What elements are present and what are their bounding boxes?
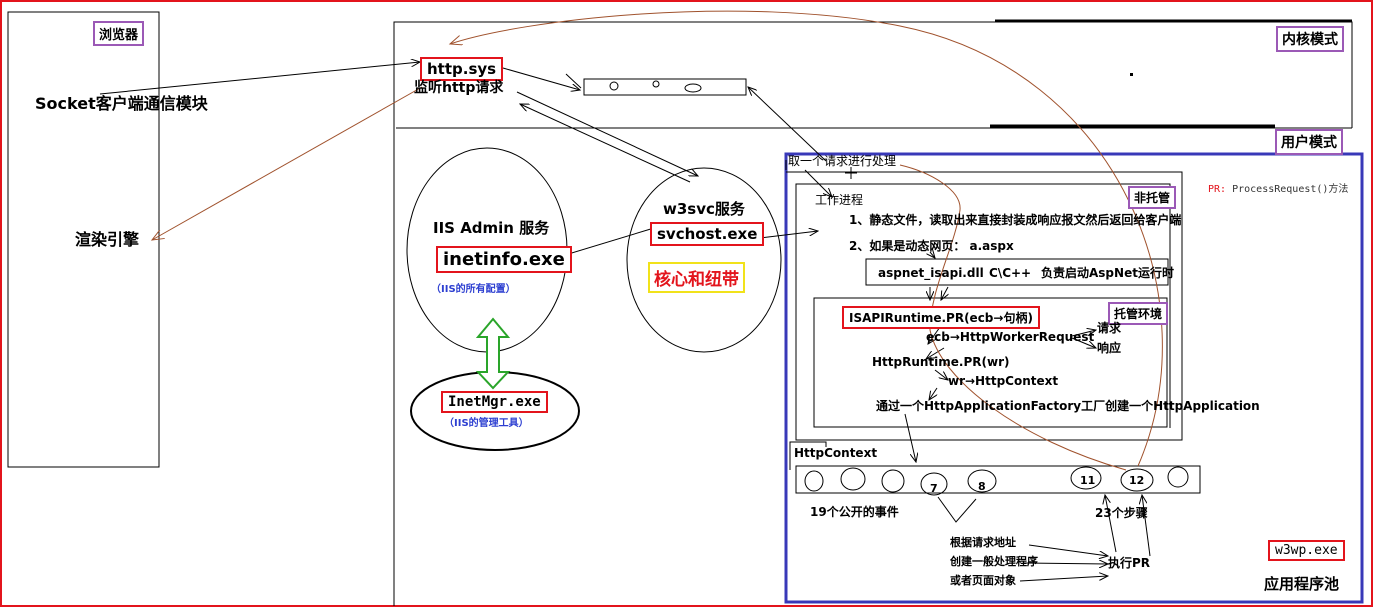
ecb-to-httpruntime (926, 347, 945, 359)
httpsys-to-w3svc (516, 91, 698, 176)
unmanaged-label: 非托管 (1128, 186, 1177, 209)
step1-label: 1、静态文件，读取出来直接封装成响应报文然后返回给客户端 (849, 213, 1182, 227)
iis-admin-note: （IIS的所有配置） (431, 284, 516, 295)
take-request-label: 取一个请求进行处理 (788, 154, 897, 168)
ecb-to-response (1071, 337, 1096, 348)
worker-process-label: 工作进程 (815, 193, 864, 207)
queue-slot-3 (684, 83, 702, 93)
isapi-desc-label: 负责启动AspNet运行时 (1041, 266, 1174, 280)
event-11-label: 11 (1080, 474, 1096, 487)
exec-to-12 (1142, 495, 1151, 557)
pool-to-queue (748, 87, 827, 162)
url-to-exec (1028, 544, 1108, 556)
by-url-label: 根据请求地址 (950, 536, 1016, 549)
server-outline (393, 21, 1353, 606)
kernel-dot (1130, 73, 1133, 76)
wr-label: wr→HttpContext (948, 374, 1059, 388)
event-slot-8 (967, 469, 997, 493)
httpsys-to-queue (502, 67, 580, 90)
inetmgr-exe-box: InetMgr.exe (441, 391, 548, 413)
pool-to-httpsys-curve (450, 10, 1163, 467)
socket-module-label: Socket客户端通信模块 (35, 94, 208, 113)
w3svc-title: w3svc服务 (663, 200, 745, 218)
c-cpp-label: C\C++ (989, 266, 1032, 280)
events-19-label: 19个公开的事件 (810, 505, 899, 519)
core-hub-label: 核心和纽带 (648, 262, 745, 293)
inetmgr-note: （IIS的管理工具） (444, 418, 529, 429)
socket-to-httpsys (99, 62, 420, 95)
handler-to-exec (1023, 563, 1108, 564)
render-engine-label: 渲染引擎 (75, 230, 140, 249)
httpcontext-tab (789, 441, 827, 470)
page-to-exec (1019, 576, 1108, 582)
event-slot-12 (1120, 468, 1154, 492)
managed-env-label: 托管环境 (1108, 302, 1169, 325)
request-label: 请求 (1097, 321, 1122, 335)
event-8-label: 8 (978, 480, 986, 493)
steps-23-label: 23个步骤 (1095, 506, 1148, 520)
event-12-label: 12 (1129, 474, 1145, 487)
event-slot-1 (804, 470, 824, 492)
runtime-to-ecb (928, 326, 941, 344)
http-runtime-label: HttpRuntime.PR(wr) (872, 355, 1010, 369)
isapi-dll-label: aspnet_isapi.dll (878, 266, 984, 280)
iis-admin-title: IIS Admin 服务 (433, 219, 550, 237)
step2-to-isapi (930, 252, 935, 258)
wr-to-factory (929, 387, 938, 400)
http-sys-box: http.sys (420, 57, 504, 81)
pool-inner-outline (785, 160, 1183, 441)
isapi-to-runtime-2 (941, 286, 948, 300)
event-slot-11 (1070, 466, 1102, 490)
queue-in-tick (565, 73, 582, 89)
w3svc-to-pool (759, 231, 818, 239)
events-to-19 (937, 496, 977, 523)
svchost-exe-box: svchost.exe (650, 222, 765, 246)
event-slot-3 (881, 469, 905, 493)
kernel-queue (583, 78, 747, 96)
event-slot-last (1167, 466, 1189, 488)
crosshair-mark (845, 167, 857, 179)
app-pool-frame (784, 152, 1364, 604)
queue-slot-2 (652, 80, 660, 88)
app-pool-label: 应用程序池 (1264, 575, 1340, 593)
kernel-mode-label: 内核模式 (1276, 26, 1344, 52)
w3wp-exe-box: w3wp.exe (1268, 540, 1345, 561)
isapi-runtime-box: ISAPIRuntime.PR(ecb→句柄) (842, 306, 1040, 329)
exec-return-curve (899, 164, 1127, 471)
event-slot-2 (840, 467, 866, 491)
pr-note-text: ProcessRequest()方法 (1232, 184, 1349, 195)
ecb-label: ecb→HttpWorkerRequest (926, 330, 1095, 344)
response-label: 响应 (1097, 341, 1122, 355)
take-to-worker (804, 169, 832, 197)
connectors (99, 62, 1151, 582)
event-7-label: 7 (930, 482, 938, 495)
factory-label: 通过一个HttpApplicationFactory工厂创建一个HttpAppl… (876, 399, 1260, 413)
user-mode-label: 用户模式 (1275, 129, 1343, 155)
pr-note: PR: ProcessRequest()方法 (1208, 184, 1349, 195)
event-slot-7 (920, 472, 948, 496)
step2-label: 2、如果是动态网页： a.aspx (849, 239, 1014, 253)
inetinfo-exe-box: inetinfo.exe (436, 246, 572, 273)
create-handler-label: 创建一般处理程序 (950, 555, 1038, 568)
exec-to-11 (1105, 495, 1117, 553)
w3svc-ellipse (626, 167, 782, 353)
ecb-to-request (1071, 330, 1096, 337)
w3svc-to-httpsys (520, 104, 691, 183)
isapi-box (865, 258, 1169, 286)
or-page-label: 或者页面对象 (950, 574, 1016, 587)
queue-slot-1 (609, 81, 619, 91)
green-double-arrow (475, 317, 511, 390)
managed-box (813, 297, 1168, 428)
httpsys-to-render-engine (152, 86, 423, 240)
http-sys-desc: 监听http请求 (414, 80, 504, 96)
httpruntime-to-wr (934, 369, 948, 380)
exec-pr-label: 执行PR (1108, 556, 1151, 570)
httpcontext-label: HttpContext (794, 446, 878, 460)
factory-to-events (904, 413, 916, 462)
events-bar (795, 465, 1201, 494)
browser-title: 浏览器 (93, 21, 145, 46)
